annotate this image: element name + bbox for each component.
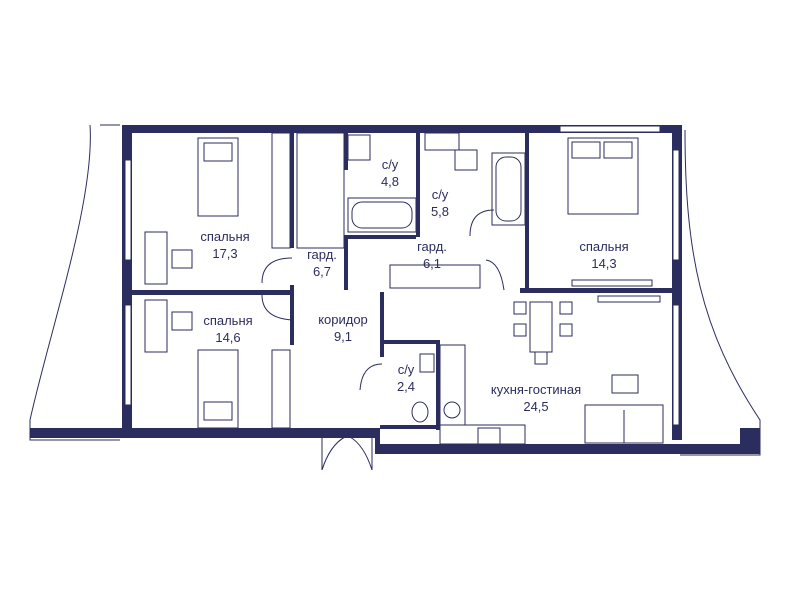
room-area: 14,6 xyxy=(215,330,241,345)
interior-walls xyxy=(132,133,672,454)
furniture xyxy=(144,132,664,471)
room-area: 2,4 xyxy=(396,379,416,394)
room-area: 17,3 xyxy=(212,246,238,261)
room-label-bath-3: с/у 2,4 xyxy=(351,361,461,395)
room-label-wardrobe-1: гард. 6,7 xyxy=(267,246,377,280)
room-name: гард. xyxy=(307,247,337,262)
room-label-bedroom-2: спальня 14,6 xyxy=(173,312,283,346)
entrance-door xyxy=(321,436,373,471)
room-name: с/у xyxy=(381,157,399,172)
room-label-bedroom-1: спальня 17,3 xyxy=(170,228,280,262)
room-name: спальня xyxy=(579,239,629,254)
room-area: 6,7 xyxy=(312,264,332,279)
room-name: гард. xyxy=(417,239,447,254)
room-area: 24,5 xyxy=(523,399,549,414)
room-name: с/у xyxy=(431,187,449,202)
balcony-left xyxy=(29,124,120,441)
room-label-bedroom-3: спальня 14,3 xyxy=(549,238,659,272)
windows xyxy=(124,125,680,426)
room-name: спальня xyxy=(200,229,250,244)
balcony-right xyxy=(680,129,761,456)
room-name: с/у xyxy=(397,362,415,377)
room-name: кухня-гостиная xyxy=(490,382,582,397)
room-area: 6,1 xyxy=(422,256,442,271)
room-label-bath-2: с/у 5,8 xyxy=(385,186,495,220)
room-label-kitchen-living: кухня-гостиная 24,5 xyxy=(481,381,591,415)
room-name: спальня xyxy=(203,313,253,328)
room-area: 14,3 xyxy=(591,256,617,271)
room-name: коридор xyxy=(318,312,368,327)
room-label-corridor: коридор 9,1 xyxy=(288,311,398,345)
room-label-bath-1: с/у 4,8 xyxy=(335,156,445,190)
room-label-wardrobe-2: гард. 6,1 xyxy=(377,238,487,272)
room-area: 4,8 xyxy=(380,174,400,189)
exterior-walls xyxy=(30,125,760,454)
room-area: 9,1 xyxy=(333,329,353,344)
room-area: 5,8 xyxy=(430,204,450,219)
